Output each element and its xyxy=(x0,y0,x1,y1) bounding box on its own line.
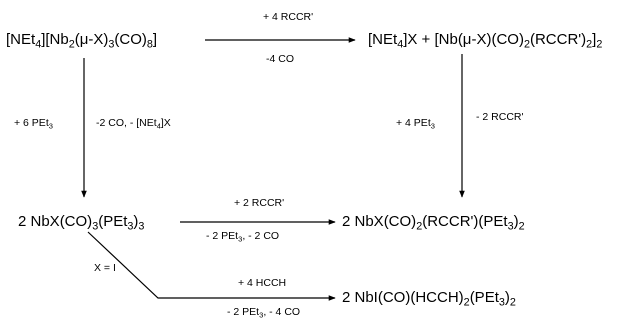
formula-subscript: 4 xyxy=(397,38,404,51)
formula-subscript: 8 xyxy=(146,38,153,51)
formula-text: ]X xyxy=(160,117,171,129)
formula-text: ) xyxy=(513,213,519,230)
formula-text: - 2 RCCR' xyxy=(476,111,524,123)
formula-text: (μ-X) xyxy=(74,31,109,48)
formula-text: 2 NbX(CO) xyxy=(18,213,93,230)
formula-subscript: 2 xyxy=(509,296,516,309)
formula-text: + 4 HCCH xyxy=(238,277,287,289)
formula-text: + 6 PEt xyxy=(14,117,49,129)
formula-text: + 4 RCCR' xyxy=(263,11,314,23)
cond-branch-label: X = I xyxy=(94,263,116,274)
formula-text: ] xyxy=(592,31,597,48)
formula-text: , - 2 CO xyxy=(242,230,280,242)
formula-text: - 2 PEt xyxy=(227,306,260,318)
cond-top-below: -4 CO xyxy=(266,54,294,65)
arrow-bottom-branch xyxy=(87,231,336,301)
species-bottom: 2 NbI(CO)(HCCH)2(PEt3)2 xyxy=(342,290,516,308)
formula-subscript: 3 xyxy=(92,220,99,233)
cond-mid-below: - 2 PEt3, - 2 CO xyxy=(206,231,279,243)
formula-subscript: 3 xyxy=(238,234,243,244)
species-mid-left: 2 NbX(CO)3(PEt3)3 xyxy=(18,214,144,232)
species-top-right: [NEt4]X + [Nb(μ-X)(CO)2(RCCR')2]2 xyxy=(368,32,602,50)
formula-subscript: 4 xyxy=(156,121,161,131)
formula-text: , - 4 CO xyxy=(263,306,301,318)
cond-right-reagent: + 4 PEt3 xyxy=(396,118,435,130)
formula-subscript: 3 xyxy=(430,121,435,131)
formula-text: (PEt xyxy=(469,289,499,306)
formula-text: -2 CO, - [NEt xyxy=(96,117,157,129)
formula-subscript: 3 xyxy=(108,38,115,51)
cond-mid-above: + 2 RCCR' xyxy=(234,198,284,209)
cond-right-loss: - 2 RCCR' xyxy=(476,112,524,123)
formula-subscript: 2 xyxy=(586,38,593,51)
species-start: [NEt4][Nb2(μ-X)3(CO)8] xyxy=(6,32,157,50)
formula-subscript: 2 xyxy=(68,38,75,51)
formula-text: -4 CO xyxy=(266,53,295,65)
formula-text: 2 NbX(CO) xyxy=(342,213,417,230)
formula-subscript: 3 xyxy=(127,220,134,233)
species-mid-right: 2 NbX(CO)2(RCCR')(PEt3)2 xyxy=(342,214,525,232)
formula-text: ) xyxy=(504,289,510,306)
formula-text: ]X + [Nb(μ-X)(CO) xyxy=(403,31,524,48)
formula-subscript: 2 xyxy=(523,38,530,51)
formula-subscript: 2 xyxy=(416,220,423,233)
formula-subscript: 2 xyxy=(596,38,603,51)
cond-top-above: + 4 RCCR' xyxy=(263,12,313,23)
formula-text: ][Nb xyxy=(41,31,69,48)
formula-subscript: 3 xyxy=(498,296,505,309)
cond-left-reagent: + 6 PEt3 xyxy=(14,118,53,130)
formula-text: [NEt xyxy=(368,31,398,48)
formula-text: [NEt xyxy=(6,31,36,48)
formula-subscript: 3 xyxy=(138,220,145,233)
formula-text: ) xyxy=(133,213,139,230)
formula-text: 2 NbI(CO)(HCCH) xyxy=(342,289,464,306)
formula-subscript: 3 xyxy=(48,121,53,131)
formula-subscript: 2 xyxy=(518,220,525,233)
formula-subscript: 3 xyxy=(259,310,264,320)
formula-text: ] xyxy=(152,31,158,48)
formula-text: X = I xyxy=(94,262,116,274)
formula-text: + 2 RCCR' xyxy=(234,197,285,209)
formula-subscript: 3 xyxy=(507,220,514,233)
formula-text: - 2 PEt xyxy=(206,230,239,242)
cond-bottom-above: + 4 HCCH xyxy=(238,278,286,289)
formula-subscript: 2 xyxy=(463,296,470,309)
cond-bottom-below: - 2 PEt3, - 4 CO xyxy=(227,307,300,319)
formula-subscript: 4 xyxy=(35,38,42,51)
formula-text: + 4 PEt xyxy=(396,117,431,129)
formula-text: (RCCR') xyxy=(529,31,587,48)
formula-text: (CO) xyxy=(114,31,147,48)
formula-text: (PEt xyxy=(98,213,128,230)
formula-text: (RCCR')(PEt xyxy=(422,213,508,230)
cond-left-loss: -2 CO, - [NEt4]X xyxy=(96,118,171,130)
